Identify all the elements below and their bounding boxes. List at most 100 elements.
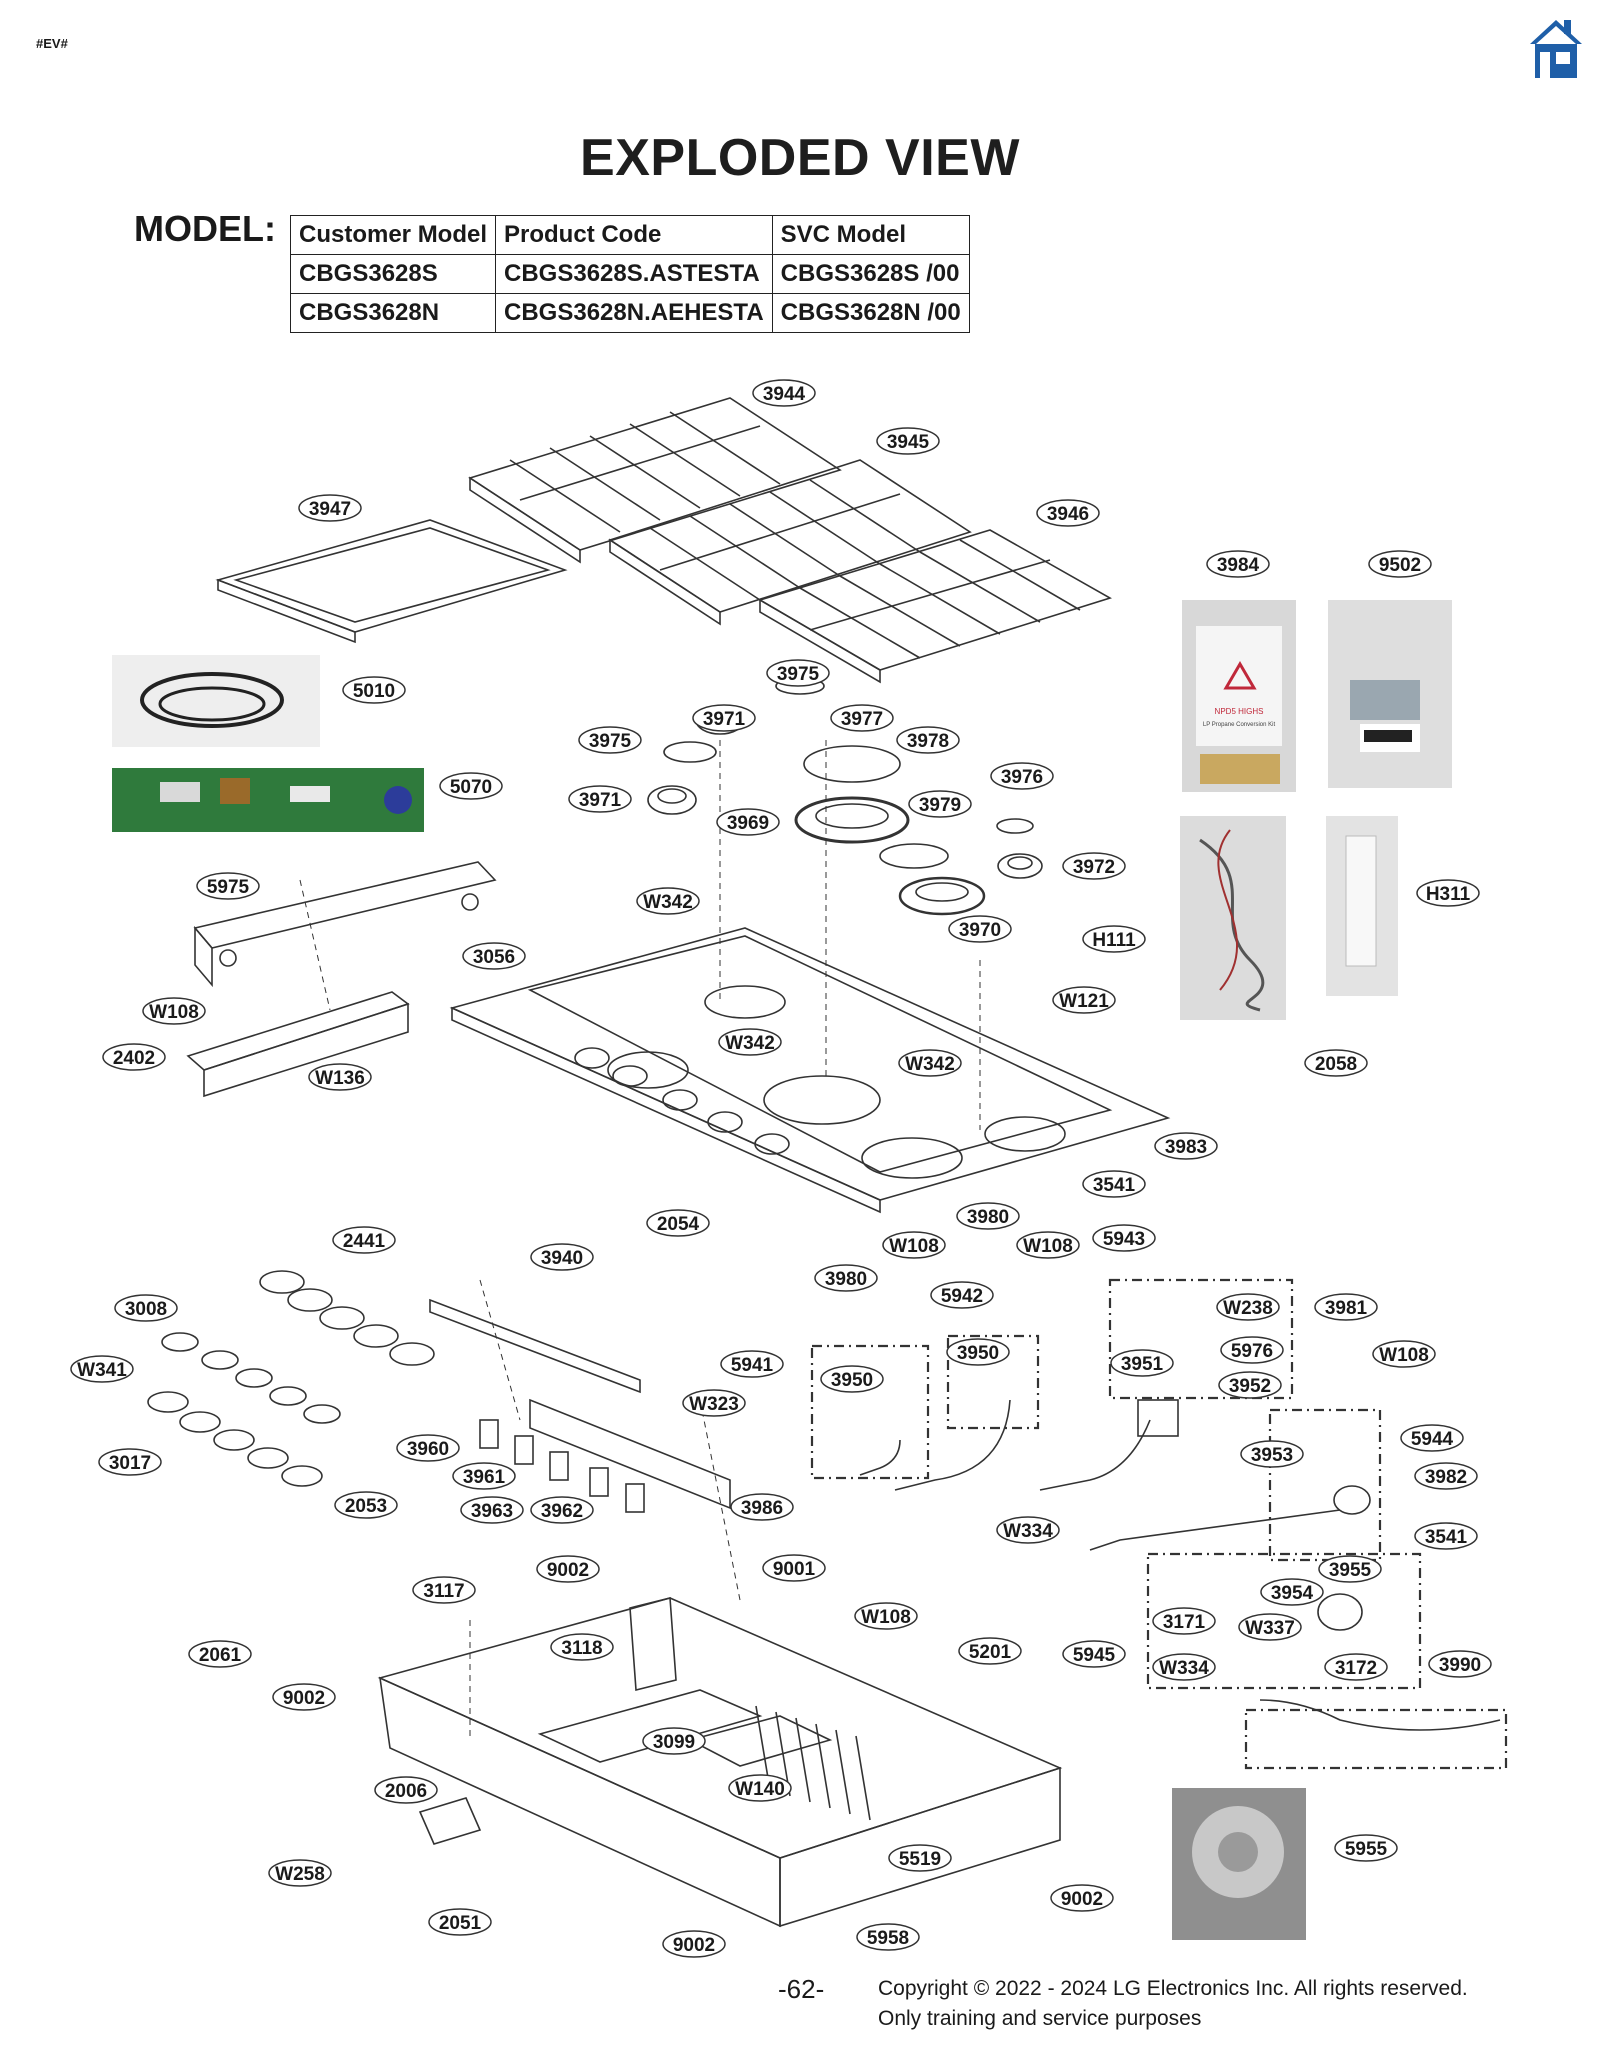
part-callout-5944: 5944	[1400, 1424, 1464, 1452]
callout-bubble	[462, 942, 526, 970]
callout-label: 3017	[109, 1453, 151, 1474]
callout-label: 3008	[125, 1299, 167, 1320]
page-number: -62-	[778, 1974, 825, 2004]
callout-bubble	[646, 1209, 710, 1237]
part-callout-3971: 3971	[692, 704, 756, 732]
callout-label: 5010	[353, 681, 395, 702]
photo-power-cord	[112, 655, 320, 747]
callout-bubble	[856, 1923, 920, 1951]
callout-label: 3963	[471, 1501, 513, 1522]
callout-label: 3172	[1335, 1658, 1377, 1679]
callout-label: W258	[275, 1864, 325, 1885]
part-callout-3978: 3978	[896, 726, 960, 754]
callout-label: 3960	[407, 1439, 449, 1460]
callout-label: 3950	[957, 1343, 999, 1364]
callout-label: W238	[1223, 1298, 1273, 1319]
callout-bubble	[1152, 1607, 1216, 1635]
model-label: MODEL:	[134, 208, 276, 249]
part-callout-3946: 3946	[1036, 499, 1100, 527]
callout-bubble	[752, 379, 816, 407]
callout-label: 5944	[1411, 1429, 1454, 1450]
callout-bubble	[1154, 1132, 1218, 1160]
photo-wire-harness	[1180, 816, 1286, 1020]
callout-bubble	[1218, 1371, 1282, 1399]
callout-label: 3944	[763, 384, 806, 405]
callout-label: 5976	[1231, 1341, 1273, 1362]
callout-bubble	[958, 1637, 1022, 1665]
part-callout-3990: 3990	[1428, 1650, 1492, 1678]
part-callout-3972: 3972	[1062, 852, 1126, 880]
callout-label: 2402	[113, 1048, 155, 1069]
purpose-text: Only training and service purposes	[878, 2007, 1202, 2030]
callout-bubble	[996, 1516, 1060, 1544]
callout-bubble	[990, 762, 1054, 790]
part-callout-3541: 3541	[1414, 1522, 1478, 1550]
callout-bubble	[568, 785, 632, 813]
callout-bubble	[1216, 1293, 1280, 1321]
table-row: CBGS3628N CBGS3628N.AEHESTA CBGS3628N /0…	[289, 293, 970, 333]
callout-bubble	[1260, 1578, 1324, 1606]
callout-bubble	[888, 1844, 952, 1872]
callout-bubble	[1400, 1424, 1464, 1452]
callout-label: 3982	[1425, 1467, 1467, 1488]
callout-bubble	[1324, 1653, 1388, 1681]
callout-label: 5942	[941, 1286, 983, 1307]
callout-label: 5519	[899, 1849, 941, 1870]
callout-label: 9502	[1379, 555, 1421, 576]
callout-label: 3953	[1251, 1445, 1293, 1466]
part-callout-2402: 2402	[102, 1043, 166, 1071]
callout-bubble	[1082, 925, 1146, 953]
callout-label: 2058	[1315, 1054, 1357, 1075]
callout-label: 5070	[450, 777, 492, 798]
part-callout-2054: 2054	[646, 1209, 710, 1237]
part-callout-3944: 3944	[752, 379, 816, 407]
callout-label: 3978	[907, 731, 949, 752]
callout-label: 3946	[1047, 504, 1089, 525]
callout-label: 5958	[867, 1928, 909, 1949]
part-callout-w121: W121	[1052, 986, 1116, 1014]
callout-bubble	[530, 1243, 594, 1271]
part-callout-9002: 9002	[536, 1555, 600, 1583]
callout-bubble	[908, 790, 972, 818]
callout-label: 3981	[1325, 1298, 1368, 1319]
callout-bubble	[718, 1028, 782, 1056]
callout-bubble	[114, 1294, 178, 1322]
part-callout-w136: W136	[308, 1063, 372, 1091]
table-header-row: Customer Model Product Code SVC Model	[289, 215, 970, 255]
callout-label: 3952	[1229, 1376, 1271, 1397]
callout-bubble	[342, 676, 406, 704]
callout-label: W342	[905, 1054, 955, 1075]
model-table: Customer Model Product Code SVC Model CB…	[289, 215, 970, 333]
part-callout-5942: 5942	[930, 1281, 994, 1309]
part-callout-3172: 3172	[1324, 1653, 1388, 1681]
griddle	[215, 519, 568, 644]
callout-bubble	[196, 872, 260, 900]
part-callout-2061: 2061	[188, 1640, 252, 1668]
part-callout-9002: 9002	[662, 1930, 726, 1958]
callout-bubble	[1052, 986, 1116, 1014]
home-button[interactable]	[1528, 18, 1584, 80]
table-header: SVC Model	[771, 215, 970, 255]
callout-label: 3972	[1073, 857, 1115, 878]
part-callout-2051: 2051	[428, 1908, 492, 1936]
callout-label: 9001	[773, 1559, 816, 1580]
callout-label: W140	[735, 1779, 785, 1800]
diagram-drawings	[147, 397, 1508, 1928]
callout-bubble	[820, 1365, 884, 1393]
callout-bubble	[1206, 550, 1270, 578]
callout-bubble	[578, 726, 642, 754]
callout-bubble	[332, 1226, 396, 1254]
callout-label: 2061	[199, 1645, 242, 1666]
part-callout-3953: 3953	[1240, 1440, 1304, 1468]
callout-bubble	[830, 704, 894, 732]
callout-label: 3117	[423, 1581, 464, 1602]
part-callout-3980: 3980	[814, 1264, 878, 1292]
part-callout-5958: 5958	[856, 1923, 920, 1951]
callout-bubble	[70, 1355, 134, 1383]
callout-label: 3983	[1165, 1137, 1207, 1158]
callout-label: 3947	[309, 499, 351, 520]
assembly-dash-lines	[299, 740, 981, 1740]
part-callout-3963: 3963	[460, 1496, 524, 1524]
callout-label: 3951	[1121, 1354, 1164, 1375]
callout-bubble	[896, 726, 960, 754]
